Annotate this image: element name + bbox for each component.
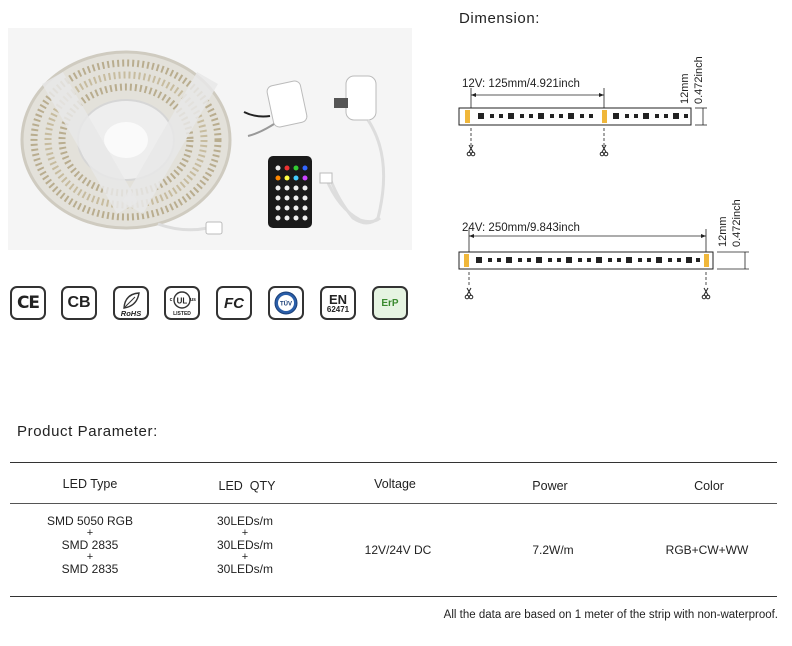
en-mark-icon: EN 62471 bbox=[320, 286, 356, 320]
erp-mark-label: ErP bbox=[381, 297, 399, 309]
strip-12v-width-inch: 0.472inch bbox=[693, 56, 705, 104]
header-voltage: Voltage bbox=[374, 477, 416, 491]
header-led-qty: LED QTY bbox=[218, 479, 276, 493]
strip-12v-length-label: 12V: 125mm/4.921inch bbox=[462, 78, 580, 90]
strip-24v-width-inch: 0.472inch bbox=[731, 199, 743, 247]
cell-led-qty: 30LEDs/m + 30LEDs/m + 30LEDs/m bbox=[170, 515, 320, 575]
strip-12v-leds bbox=[478, 113, 688, 119]
product-illustration bbox=[8, 28, 412, 250]
led-qty-plus: + bbox=[241, 551, 249, 563]
ul-mark-label: LISTED bbox=[173, 311, 191, 317]
table-bottom-rule bbox=[10, 596, 777, 597]
svg-text:us: us bbox=[190, 297, 196, 303]
rohs-leaf-icon: RoHS bbox=[121, 292, 141, 318]
table-footnote: All the data are based on 1 meter of the… bbox=[443, 609, 778, 621]
strip-12v-diagram bbox=[458, 88, 707, 157]
cell-color: RGB+CW+WW bbox=[665, 543, 749, 557]
strip-24v-diagram bbox=[458, 229, 749, 300]
strip-12v-width-mm: 12mm bbox=[679, 73, 691, 104]
tuv-mark-label: TÜV bbox=[280, 301, 292, 308]
tuv-mark-icon: TÜV bbox=[268, 286, 304, 320]
led-type-line: SMD 2835 bbox=[61, 562, 119, 576]
led-qty-line: 30LEDs/m bbox=[216, 538, 274, 552]
header-led-type: LED Type bbox=[62, 477, 118, 491]
strip-24v-leds bbox=[476, 257, 700, 263]
header-color: Color bbox=[694, 479, 724, 493]
header-power: Power bbox=[532, 479, 568, 493]
led-type-line: SMD 5050 RGB bbox=[46, 514, 134, 528]
cb-mark-label: CB bbox=[67, 294, 91, 311]
table-top-rule bbox=[10, 462, 777, 463]
scissors-icon bbox=[701, 287, 711, 300]
ul-logo-icon: UL c us LISTED bbox=[170, 291, 196, 317]
en-mark-label: EN bbox=[328, 291, 348, 307]
dimension-heading: Dimension: bbox=[459, 10, 541, 27]
led-type-line: SMD 2835 bbox=[61, 538, 119, 552]
rohs-mark-icon: RoHS bbox=[113, 286, 149, 320]
product-photo bbox=[8, 28, 412, 250]
rohs-mark-label: RoHS bbox=[121, 309, 141, 318]
cell-voltage: 12V/24V DC bbox=[364, 543, 432, 557]
strip-24v-width-mm: 12mm bbox=[717, 216, 729, 247]
table-header-rule bbox=[10, 503, 777, 504]
cell-led-type: SMD 5050 RGB + SMD 2835 + SMD 2835 bbox=[15, 515, 165, 575]
en-mark-number: 62471 bbox=[326, 304, 350, 314]
cb-mark-icon: CB bbox=[61, 286, 97, 320]
led-qty-line: 30LEDs/m bbox=[216, 514, 274, 528]
ce-mark-label: CE bbox=[16, 293, 40, 313]
svg-text:c: c bbox=[170, 297, 173, 303]
tuv-logo-icon: TÜV bbox=[274, 291, 298, 315]
fcc-mark-label: FC bbox=[224, 294, 244, 312]
fcc-mark-icon: FC bbox=[216, 286, 252, 320]
scissors-icon bbox=[599, 144, 609, 157]
led-qty-line: 30LEDs/m bbox=[216, 562, 274, 576]
led-type-plus: + bbox=[86, 527, 94, 539]
ce-mark-icon: CE bbox=[10, 286, 46, 320]
erp-mark-icon: ErP bbox=[372, 286, 408, 320]
scissors-icon bbox=[466, 144, 476, 157]
led-type-plus: + bbox=[86, 551, 94, 563]
strip-24v-length-label: 24V: 250mm/9.843inch bbox=[462, 222, 580, 234]
parameter-heading: Product Parameter: bbox=[17, 423, 158, 440]
scissors-icon bbox=[464, 287, 474, 300]
ul-mark-icon: UL c us LISTED bbox=[164, 286, 200, 320]
led-qty-plus: + bbox=[241, 527, 249, 539]
svg-text:UL: UL bbox=[177, 297, 188, 306]
cell-power: 7.2W/m bbox=[532, 543, 574, 557]
